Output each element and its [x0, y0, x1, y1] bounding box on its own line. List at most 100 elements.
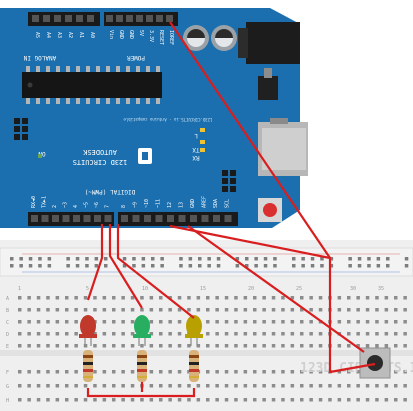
digital-pin[interactable]	[73, 215, 80, 222]
grid-hole	[130, 308, 135, 312]
jumper-wire[interactable]	[187, 225, 365, 353]
power-pin[interactable]	[116, 15, 123, 22]
grid-hole	[159, 320, 163, 324]
digital-pin[interactable]	[41, 215, 49, 222]
digital-pin[interactable]	[52, 215, 59, 222]
grid-hole	[224, 332, 229, 336]
grid-hole	[121, 332, 125, 336]
grid-hole	[102, 384, 107, 388]
grid-hole	[281, 398, 285, 402]
digital-pin[interactable]	[121, 215, 128, 222]
rail-hole	[28, 257, 33, 261]
grid-hole	[130, 344, 135, 348]
digital-pin[interactable]	[178, 215, 186, 222]
jumper-wire[interactable]	[108, 224, 143, 309]
grid-hole	[177, 308, 182, 312]
rail-hole	[132, 257, 136, 261]
power-pin[interactable]	[166, 15, 173, 22]
grid-hole	[112, 370, 116, 374]
resistor[interactable]	[137, 350, 147, 382]
digital-pin-label: TX►1	[42, 196, 48, 208]
grid-hole	[234, 296, 238, 300]
grid-hole	[365, 398, 370, 402]
grid-hole	[243, 398, 248, 402]
resistor[interactable]	[189, 350, 199, 382]
analog-pin[interactable]	[87, 15, 94, 22]
digital-pin[interactable]	[201, 215, 209, 222]
grid-hole	[65, 296, 69, 300]
analog-pin[interactable]	[54, 15, 61, 22]
power-jack[interactable]	[246, 22, 300, 64]
resistor[interactable]	[83, 350, 93, 382]
tx-label: TX	[192, 146, 200, 153]
digital-pin-label: ~11	[156, 199, 162, 208]
rail-hole	[94, 264, 99, 268]
grid-hole	[93, 398, 97, 402]
digital-pin[interactable]	[132, 215, 140, 222]
grid-hole	[112, 308, 116, 312]
yellow-led[interactable]	[185, 315, 203, 346]
grid-hole	[318, 384, 323, 388]
grid-hole	[36, 384, 41, 388]
digital-pin[interactable]	[167, 215, 174, 222]
jumper-wire[interactable]	[169, 21, 376, 374]
digital-pin[interactable]	[62, 215, 70, 222]
grid-hole	[384, 384, 389, 388]
rail-hole	[104, 257, 108, 261]
grid-hole	[290, 308, 295, 312]
grid-hole	[224, 384, 229, 388]
green-led[interactable]	[133, 315, 151, 346]
grid-hole	[309, 332, 313, 336]
grid-hole	[27, 308, 31, 312]
grid-hole	[112, 398, 116, 402]
reset-button[interactable]	[258, 198, 282, 222]
power-pin[interactable]	[136, 15, 143, 22]
digital-pin[interactable]	[144, 215, 151, 222]
digital-pin[interactable]	[94, 215, 101, 222]
power-pin[interactable]	[146, 15, 153, 22]
digital-pin[interactable]	[104, 215, 112, 222]
grid-hole	[394, 308, 398, 312]
grid-hole	[121, 296, 125, 300]
power-pin[interactable]	[156, 15, 163, 22]
jumper-wire[interactable]	[86, 224, 104, 301]
grid-hole	[309, 398, 313, 402]
grid-hole	[36, 332, 41, 336]
analog-pin[interactable]	[32, 15, 39, 22]
rail-hole	[19, 257, 23, 261]
grid-hole	[243, 370, 248, 374]
digital-pin[interactable]	[213, 215, 220, 222]
red-led[interactable]	[79, 315, 97, 346]
grid-hole	[347, 308, 351, 312]
analog-pin[interactable]	[43, 15, 50, 22]
push-button[interactable]	[359, 347, 391, 379]
grid-hole	[300, 344, 304, 348]
grid-hole	[384, 296, 389, 300]
power-pin[interactable]	[106, 15, 113, 22]
analog-pin[interactable]	[76, 15, 83, 22]
rail-hole	[216, 257, 221, 261]
grid-hole	[18, 370, 22, 374]
chip-leg	[126, 66, 130, 72]
jumper-wire[interactable]	[116, 224, 195, 319]
grid-hole	[46, 384, 50, 388]
analog-pin[interactable]	[65, 15, 72, 22]
digital-pin[interactable]	[190, 215, 197, 222]
grid-hole	[46, 344, 50, 348]
jumper-wire[interactable]	[86, 388, 196, 398]
grid-hole	[121, 398, 125, 402]
row-label: G	[6, 384, 9, 390]
power-pin[interactable]	[126, 15, 133, 22]
grid-hole	[253, 332, 257, 336]
analog-pin-label: A5	[34, 32, 40, 38]
digital-pin[interactable]	[31, 215, 38, 222]
digital-pin[interactable]	[83, 215, 91, 222]
digital-pin[interactable]	[155, 215, 163, 222]
digital-pin[interactable]	[224, 215, 232, 222]
grid-hole	[149, 296, 154, 300]
rail-hole	[141, 264, 146, 268]
rail-hole	[47, 257, 52, 261]
digital-header-low[interactable]	[28, 212, 114, 226]
grid-hole	[18, 332, 22, 336]
grid-hole	[253, 320, 257, 324]
